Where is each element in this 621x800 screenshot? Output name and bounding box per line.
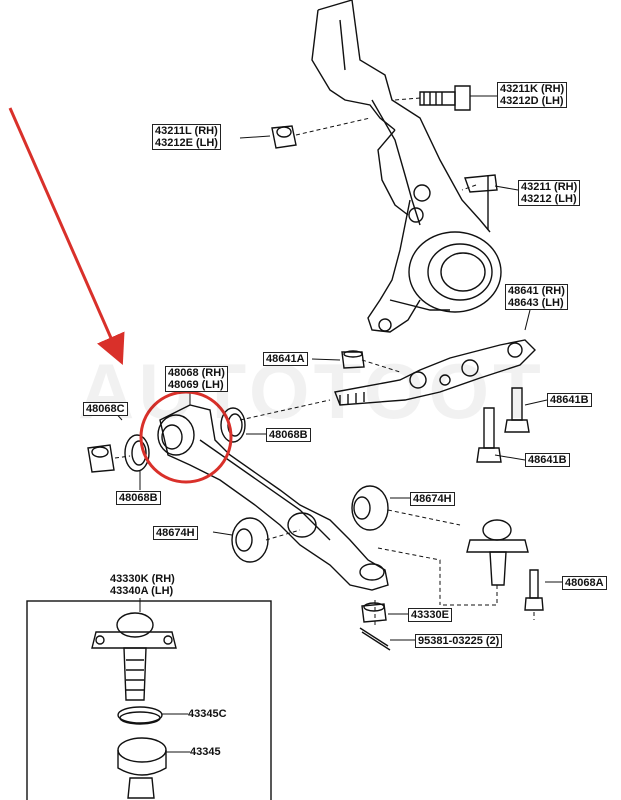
label-48674h-right: 48674H bbox=[410, 492, 455, 506]
label-48641b-lower: 48641B bbox=[525, 453, 570, 467]
label-43345: 43345 bbox=[190, 746, 221, 758]
highlight-annotation bbox=[8, 107, 233, 484]
label-48641: 48641 (RH)48643 (LH) bbox=[505, 284, 568, 310]
label-48641b-upper: 48641B bbox=[547, 393, 592, 407]
cotter-pin-95381 bbox=[359, 627, 391, 651]
assembly-frame bbox=[26, 600, 272, 800]
label-48641a: 48641A bbox=[263, 352, 308, 366]
nut-48068c bbox=[87, 444, 115, 473]
label-48068b-right: 48068B bbox=[266, 428, 311, 442]
label-48068a: 48068A bbox=[562, 576, 607, 590]
nut-43330e bbox=[361, 602, 387, 623]
nut-43211l bbox=[271, 125, 297, 149]
bolt-48068a bbox=[524, 569, 544, 611]
bolt-43211k bbox=[419, 85, 471, 111]
label-43211: 43211 (RH)43212 (LH) bbox=[518, 180, 581, 206]
bushing-48674h-left bbox=[231, 517, 269, 563]
highlight-arrow bbox=[8, 107, 125, 365]
label-43345c: 43345C bbox=[188, 708, 227, 720]
stabilizer-bracket-48641 bbox=[334, 339, 536, 406]
label-48068c: 48068C bbox=[83, 402, 128, 416]
ball-joint-43330k bbox=[91, 612, 177, 701]
label-95381: 95381-03225 (2) bbox=[415, 634, 503, 648]
highlight-circle bbox=[139, 390, 233, 484]
ball-joint-right bbox=[466, 519, 529, 586]
nut-48641a bbox=[341, 350, 365, 369]
label-48068: 48068 (RH)48069 (LH) bbox=[165, 366, 228, 392]
label-43330e: 43330E bbox=[408, 608, 452, 622]
bolt-48641b-upper bbox=[504, 387, 530, 433]
bushing-48674h-right bbox=[351, 485, 389, 531]
label-48674h-left: 48674H bbox=[153, 526, 198, 540]
label-43211l: 43211L (RH)43212E (LH) bbox=[152, 124, 221, 150]
washer-48068b-left bbox=[124, 434, 150, 472]
label-48068b-bottom: 48068B bbox=[116, 491, 161, 505]
nut-bottom bbox=[127, 777, 155, 799]
bolt-48641b-lower bbox=[476, 407, 502, 463]
lower-control-arm bbox=[157, 404, 389, 591]
label-43330k: 43330K (RH)43340A (LH) bbox=[110, 573, 175, 597]
watermark: AUTOTOOT bbox=[78, 347, 545, 435]
boot-ring-43345c bbox=[117, 706, 163, 725]
label-43211k: 43211K (RH)43212D (LH) bbox=[497, 82, 568, 108]
dust-cover-43345 bbox=[117, 737, 167, 776]
steering-knuckle bbox=[311, 0, 502, 333]
